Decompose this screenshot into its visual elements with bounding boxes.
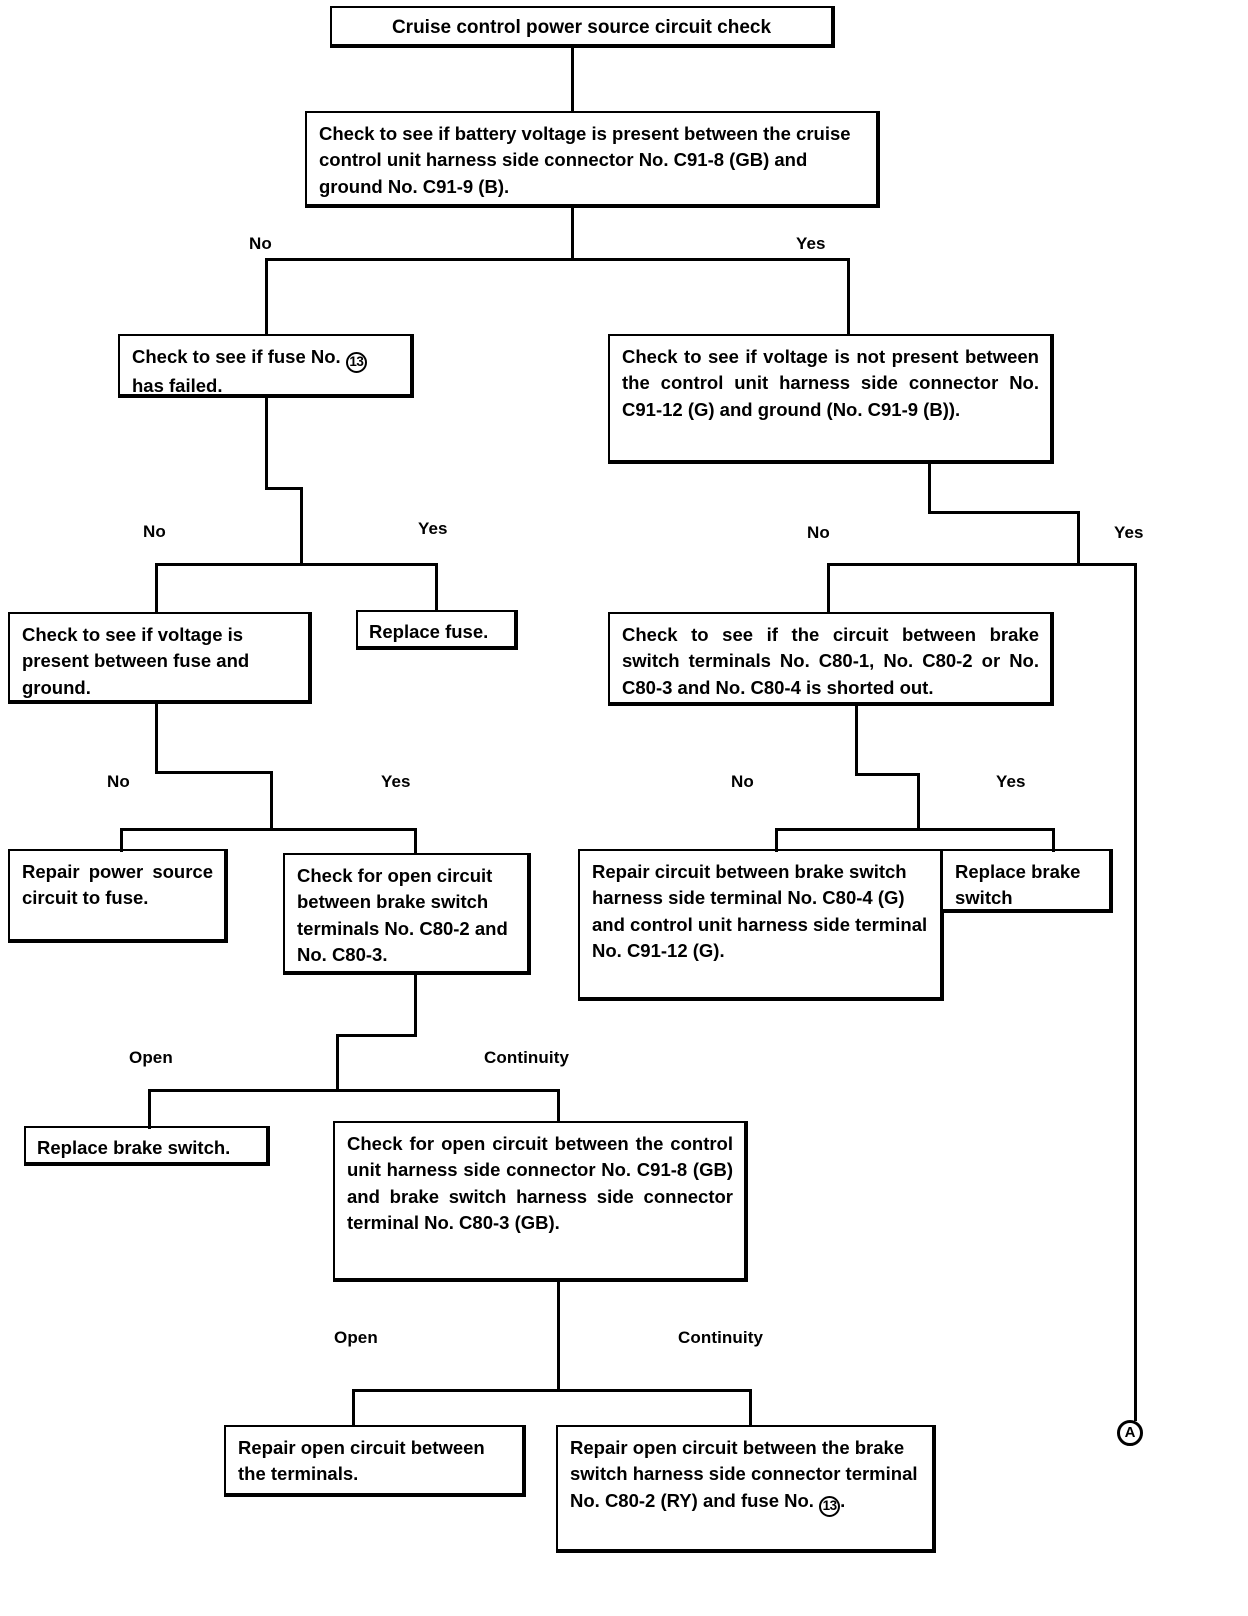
edge-voltage-ground-jog-down (270, 771, 273, 831)
branch-label-far-right-yes: Yes (1114, 523, 1144, 542)
edge-voltage-yes (414, 828, 417, 855)
branch-label-continuity-1: Continuity (484, 1048, 570, 1067)
node-repair-power-source-circuit-label: Repair power source circuit to fuse. (22, 861, 213, 909)
node-check-open-brake-terminals-label: Check for open circuit between brake swi… (297, 865, 508, 965)
node-check-circuit-shorted-label: Check to see if the circuit between brak… (622, 624, 1039, 698)
branch-label-voltage-yes: Yes (381, 772, 411, 791)
edge-voltage-not-present-jog (928, 511, 1080, 514)
node-replace-brake-switch-left: Replace brake switch. (24, 1126, 270, 1166)
edge-open-continuity-split-2 (352, 1389, 752, 1392)
node-start: Cruise control power source circuit chec… (330, 6, 835, 48)
edge-continuity-1 (557, 1089, 560, 1123)
edge-shorted-jog (855, 773, 920, 776)
branch-label-shorted-no: No (807, 523, 830, 542)
edge-far-right-yes (1134, 563, 1137, 1421)
node-repair-circuit-brake-control-label: Repair circuit between brake switch harn… (592, 861, 928, 961)
node-replace-brake-switch-right: Replace brake switch (941, 849, 1113, 913)
connector-a-terminator: A (1117, 1420, 1143, 1446)
fuse-number-badge-2: 13 (819, 1495, 841, 1517)
branch-label-shorted-branch-no: No (731, 772, 754, 791)
node-check-open-control-brake-label: Check for open circuit between the contr… (347, 1133, 733, 1233)
branch-label-voltage-no: No (107, 772, 130, 791)
node-check-voltage-not-present-label: Check to see if voltage is not present b… (622, 346, 1039, 420)
edge-fuse-stem (265, 398, 268, 490)
node-check-battery-voltage-label: Check to see if battery voltage is prese… (319, 123, 851, 197)
edge-shorted-branch-no (775, 828, 778, 852)
edge-open-continuity-split-1 (148, 1089, 560, 1092)
node-check-fuse-failed-label: Check to see if fuse No. 13 has failed. (132, 344, 399, 399)
fuse-number-badge: 13 (345, 352, 367, 373)
edge-check-battery-stem (571, 208, 574, 260)
edge-shorted-split-horizontal (775, 828, 1055, 831)
branch-label-level1-no: No (249, 234, 272, 253)
edge-fuse-yes (435, 563, 438, 610)
branch-label-open-1: Open (129, 1048, 173, 1067)
edge-shorted-branch-yes (1052, 828, 1055, 852)
node-check-open-control-brake: Check for open circuit between the contr… (333, 1121, 748, 1282)
edge-fuse-jog (265, 487, 303, 490)
node-repair-open-between-terminals-label: Repair open circuit between the terminal… (238, 1437, 485, 1485)
edge-open-brake-jog (336, 1034, 417, 1037)
node-check-battery-voltage: Check to see if battery voltage is prese… (305, 111, 880, 208)
node-start-label: Cruise control power source circuit chec… (391, 17, 772, 38)
edge-open-control-stem (557, 1282, 560, 1392)
node-repair-open-between-terminals: Repair open circuit between the terminal… (224, 1425, 526, 1497)
edge-voltage-not-present-stem (928, 464, 931, 514)
node-replace-fuse: Replace fuse. (356, 610, 518, 650)
node-replace-brake-switch-right-label: Replace brake switch (955, 861, 1081, 909)
edge-shorted-jog-down (917, 773, 920, 831)
edge-fuse-jog-down (300, 487, 303, 565)
branch-label-continuity-2: Continuity (678, 1328, 764, 1347)
node-check-voltage-fuse-ground-label: Check to see if voltage is present betwe… (22, 624, 250, 698)
node-repair-open-brake-fuse: Repair open circuit between the brake sw… (556, 1425, 936, 1553)
edge-start-to-check-battery (571, 48, 574, 111)
edge-voltage-split-horizontal (120, 828, 417, 831)
edge-level1-horizontal (265, 258, 850, 261)
edge-level1-yes (847, 258, 850, 334)
node-check-fuse-failed: Check to see if fuse No. 13 has failed. (118, 334, 414, 398)
branch-label-fuse-no: No (143, 522, 166, 541)
branch-label-level1-yes: Yes (796, 234, 826, 253)
node-repair-open-brake-fuse-label: Repair open circuit between the brake sw… (570, 1435, 921, 1517)
node-check-voltage-not-present: Check to see if voltage is not present b… (608, 334, 1054, 464)
edge-continuity-2 (749, 1389, 752, 1427)
node-replace-brake-switch-left-label: Replace brake switch. (37, 1137, 231, 1158)
branch-label-open-2: Open (334, 1328, 378, 1347)
edge-voltage-no (120, 828, 123, 852)
edge-fuse-split-horizontal (155, 563, 438, 566)
node-repair-power-source-circuit: Repair power source circuit to fuse. (8, 849, 228, 943)
edge-open-brake-stem (414, 975, 417, 1037)
node-repair-circuit-brake-control: Repair circuit between brake switch harn… (578, 849, 944, 1001)
node-replace-fuse-label: Replace fuse. (369, 621, 489, 642)
edge-open-brake-jog-down (336, 1034, 339, 1092)
edge-voltage-ground-stem (155, 704, 158, 774)
edge-voltage-ground-jog (155, 771, 273, 774)
node-check-voltage-fuse-ground: Check to see if voltage is present betwe… (8, 612, 312, 704)
edge-open-1 (148, 1089, 151, 1129)
node-check-open-brake-terminals: Check for open circuit between brake swi… (283, 853, 531, 975)
edge-voltage-not-present-jog-down (1077, 511, 1080, 565)
edge-shorted-no (827, 563, 830, 612)
branch-label-shorted-branch-yes: Yes (996, 772, 1026, 791)
edge-shorted-stem (855, 706, 858, 776)
node-check-circuit-shorted: Check to see if the circuit between brak… (608, 612, 1054, 706)
edge-right-split-horizontal (827, 563, 1137, 566)
connector-a-label: A (1124, 1424, 1136, 1441)
branch-label-fuse-yes: Yes (418, 519, 448, 538)
edge-open-2 (352, 1389, 355, 1427)
edge-level1-no (265, 258, 268, 334)
edge-fuse-no (155, 563, 158, 612)
